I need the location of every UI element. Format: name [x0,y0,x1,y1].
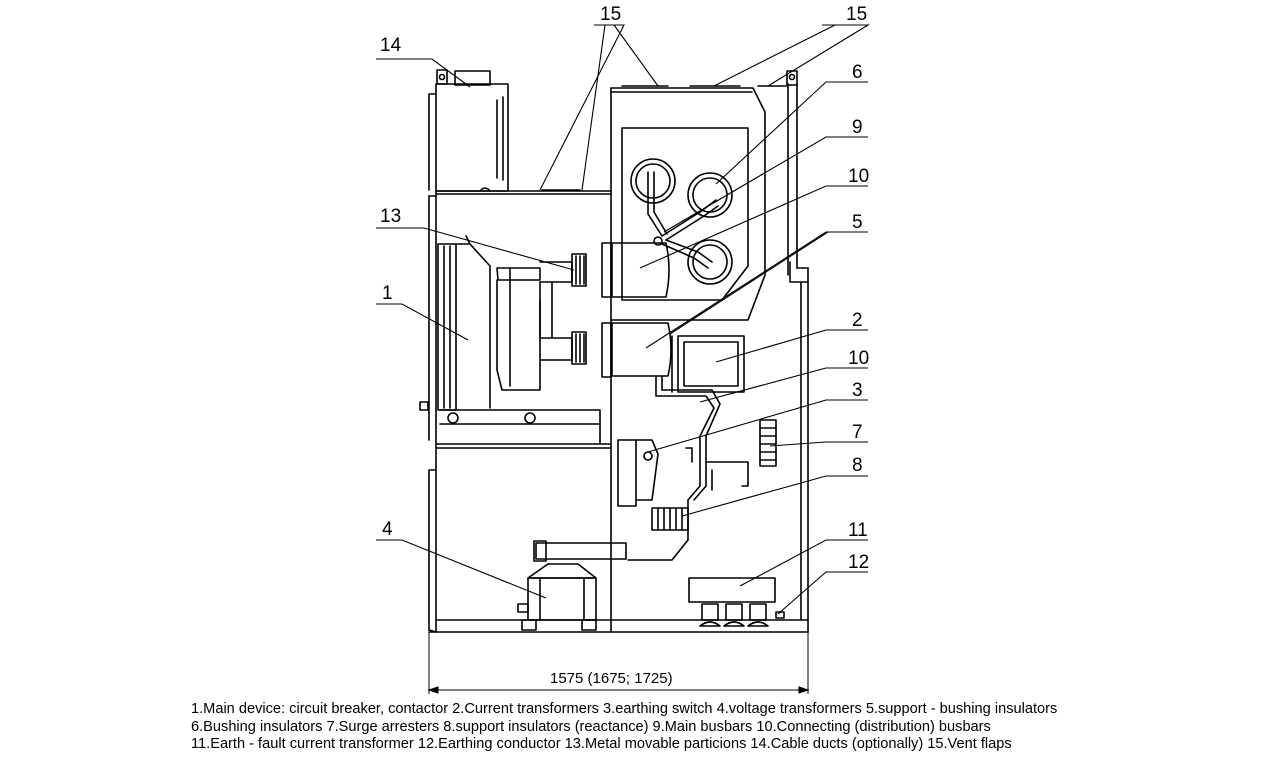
callout-15-left: 15 [600,4,621,25]
callout-4: 4 [382,519,393,540]
legend-line-2: 6.Bushing insulators 7.Surge arresters 8… [191,718,991,735]
callout-9: 9 [852,117,863,138]
callout-10-lower: 10 [848,348,869,369]
legend-line-3: 11.Earth - fault current transformer 12.… [191,736,1012,752]
callout-1: 1 [382,283,393,304]
callout-14: 14 [380,35,402,56]
callout-8: 8 [852,455,863,476]
callout-6: 6 [852,62,863,83]
callout-10-upper: 10 [848,166,869,187]
callout-2: 2 [852,310,863,331]
callout-15-right: 15 [846,4,867,25]
cable-compartment [617,335,785,627]
busbar-compartment [601,127,749,378]
vt-compartment [517,540,627,631]
breaker-compartment [419,235,601,445]
callout-5: 5 [852,212,863,233]
legend: 1.Main device: circuit breaker, contacto… [191,701,1191,754]
dimension-label: 1575 (1675; 1725) [550,670,673,687]
callout-12: 12 [848,552,869,573]
callout-7: 7 [852,422,863,443]
legend-line-1: 1.Main device: circuit breaker, contacto… [191,701,1058,717]
leader-lines [376,24,870,615]
vent-flaps [541,85,787,191]
callout-13: 13 [380,206,401,227]
width-dimension [427,632,810,694]
callout-3: 3 [852,380,863,401]
cable-duct [428,69,509,192]
callout-11: 11 [848,520,868,541]
